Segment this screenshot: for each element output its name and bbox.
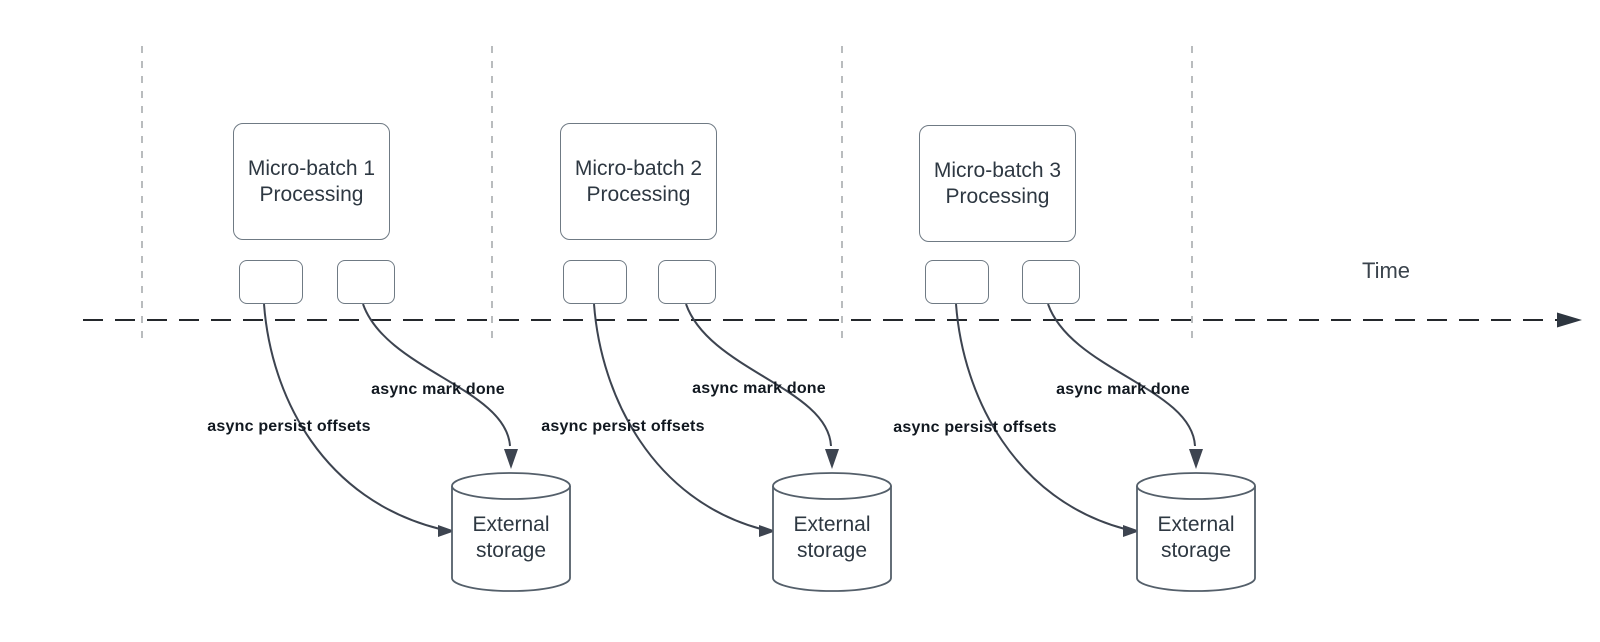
mark-done-label-3: async mark done <box>1056 381 1190 398</box>
external-storage-cylinder-1 <box>451 486 571 592</box>
external-storage-label-3-line1: External <box>1157 513 1235 536</box>
offset-task-rect-1a <box>239 260 303 304</box>
external-storage-label-1-line2: storage <box>475 539 547 562</box>
microbatch-3-title-line1: Micro-batch 3 <box>933 158 1062 182</box>
external-storage-label-1: External storage <box>472 512 549 564</box>
microbatch-1-title-line2: Processing <box>259 182 364 206</box>
external-storage-label-3-line2: storage <box>1160 539 1232 562</box>
mark-done-arrowhead-2-icon <box>825 449 839 469</box>
external-storage-cylinder-2 <box>772 486 892 592</box>
external-storage-label-2-line2: storage <box>796 539 868 562</box>
microbatch-3-title-line2: Processing <box>945 184 1050 208</box>
persist-offsets-arrow-1 <box>263 303 441 530</box>
mark-done-arrowhead-3-icon <box>1189 449 1203 469</box>
persist-offsets-label-3: async persist offsets <box>893 419 1057 436</box>
external-storage-label-2-line1: External <box>793 513 871 536</box>
mark-done-arrow-2 <box>685 303 832 447</box>
offset-task-rect-1b <box>337 260 395 304</box>
external-storage-cylinder-3-top <box>1136 472 1256 500</box>
persist-offsets-label-2: async persist offsets <box>541 418 705 435</box>
offset-task-rect-2b <box>658 260 716 304</box>
time-axis-label: Time <box>1361 258 1411 283</box>
external-storage-cylinder-1-top <box>451 472 571 500</box>
mark-done-arrowhead-1-icon <box>504 449 518 469</box>
persist-offsets-arrowhead-2-icon <box>759 525 776 537</box>
mark-done-label-1: async mark done <box>371 381 505 398</box>
persist-offsets-arrow-3 <box>955 303 1126 530</box>
offset-task-rect-3a <box>925 260 989 304</box>
offset-task-rect-3b <box>1022 260 1080 304</box>
persist-offsets-arrowhead-3-icon <box>1123 525 1140 537</box>
external-storage-label-2: External storage <box>793 512 870 564</box>
microbatch-2-title-line1: Micro-batch 2 <box>574 156 703 180</box>
microbatch-3-processing-box: Micro-batch 3 Processing <box>919 125 1076 242</box>
microbatch-2-title-line2: Processing <box>586 182 691 206</box>
mark-done-label-2: async mark done <box>692 380 826 397</box>
external-storage-cylinder-3 <box>1136 486 1256 592</box>
microbatch-1-title-line1: Micro-batch 1 <box>247 156 376 180</box>
persist-offsets-label-1: async persist offsets <box>207 418 371 435</box>
time-axis-arrowhead-icon <box>1557 312 1582 328</box>
mark-done-arrow-1 <box>362 303 511 447</box>
persist-offsets-arrow-2 <box>593 303 762 530</box>
persist-offsets-arrowhead-1-icon <box>438 525 455 537</box>
mark-done-arrow-3 <box>1047 303 1196 447</box>
external-storage-label-3: External storage <box>1157 512 1234 564</box>
microbatch-1-processing-box: Micro-batch 1 Processing <box>233 123 390 240</box>
external-storage-cylinder-2-top <box>772 472 892 500</box>
external-storage-label-1-line1: External <box>472 513 550 536</box>
microbatch-2-processing-box: Micro-batch 2 Processing <box>560 123 717 240</box>
offset-task-rect-2a <box>563 260 627 304</box>
